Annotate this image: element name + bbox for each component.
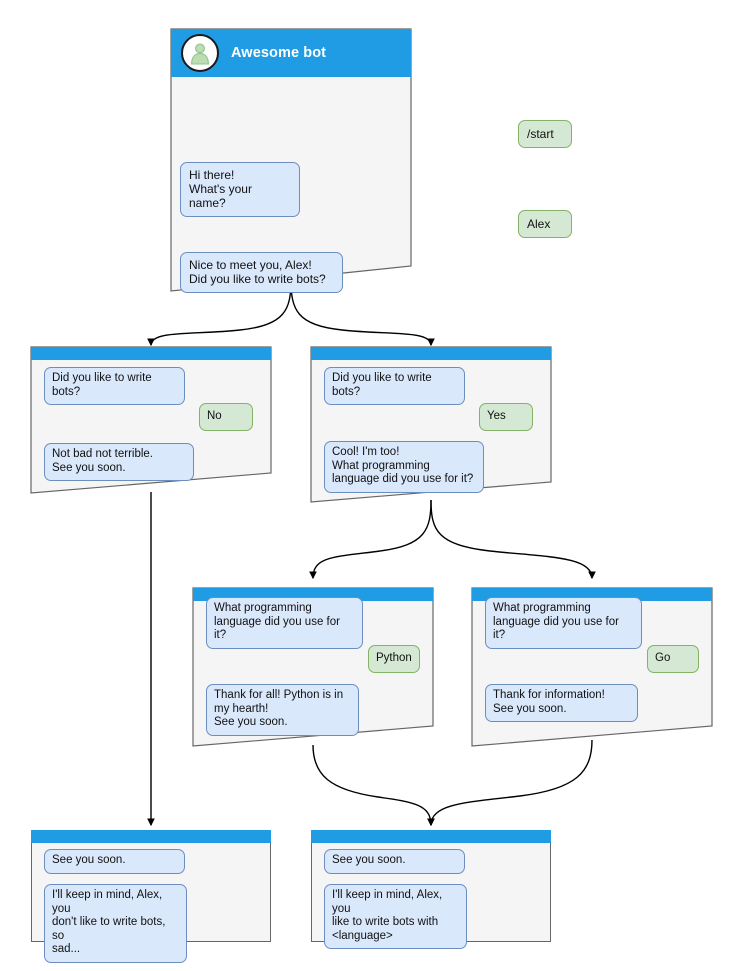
edge-yes-to-python <box>309 499 432 580</box>
chat-bubble-user: Alex <box>518 210 572 238</box>
chat-bubble-bot: See you soon. <box>324 849 465 874</box>
edge-yes-to-go <box>430 499 596 580</box>
chat-bubble-user: Python <box>368 645 420 673</box>
start-node-title: Awesome bot <box>231 45 327 61</box>
chat-bubble-bot: Nice to meet you, Alex! Did you like to … <box>180 252 343 293</box>
edge-start-to-no <box>147 279 292 347</box>
chat-bubble-user: /start <box>518 120 572 148</box>
end-happy-node[interactable]: See you soon. I'll keep in mind, Alex, y… <box>311 830 551 950</box>
chat-bubble-bot: Did you like to write bots? <box>324 367 465 406</box>
edge-start-to-yes <box>290 279 435 347</box>
answer-yes-node[interactable]: Did you like to write bots? Yes Cool! I'… <box>310 346 552 503</box>
chat-bubble-bot: Hi there! What's your name? <box>180 162 300 217</box>
chat-bubble-bot: What programming language did you use fo… <box>485 597 642 649</box>
start-node-body: /start Hi there! What's your name? Alex … <box>171 77 572 293</box>
user-avatar-icon <box>181 34 219 72</box>
answer-no-node[interactable]: Did you like to write bots? No Not bad n… <box>30 346 272 494</box>
chat-bubble-bot: Did you like to write bots? <box>44 367 185 406</box>
answer-no-node-body: Did you like to write bots? No Not bad n… <box>31 360 271 493</box>
language-python-node-body: What programming language did you use fo… <box>193 597 433 746</box>
start-node-titlebar: Awesome bot <box>171 29 411 77</box>
end-happy-node-titlebar <box>311 830 551 843</box>
answer-yes-node-body: Did you like to write bots? Yes Cool! I'… <box>311 360 551 502</box>
chat-bubble-bot: Thank for all! Python is in my hearth! S… <box>206 684 359 736</box>
chat-bubble-bot: I'll keep in mind, Alex, you don't like … <box>44 884 187 963</box>
end-sad-node[interactable]: See you soon. I'll keep in mind, Alex, y… <box>31 830 271 963</box>
language-go-node-body: What programming language did you use fo… <box>472 597 712 746</box>
chat-bubble-bot: Not bad not terrible. See you soon. <box>44 443 194 482</box>
chat-bubble-bot: Cool! I'm too! What programming language… <box>324 441 484 493</box>
chat-bubble-bot: I'll keep in mind, Alex, you like to wri… <box>324 884 467 950</box>
language-go-node[interactable]: What programming language did you use fo… <box>471 587 713 747</box>
end-happy-node-body: See you soon. I'll keep in mind, Alex, y… <box>311 843 551 950</box>
answer-no-node-titlebar <box>31 347 271 360</box>
answer-yes-node-titlebar <box>311 347 551 360</box>
edge-go-to-end-happy <box>427 739 593 827</box>
chat-bubble-user: Go <box>647 645 699 673</box>
end-sad-node-titlebar <box>31 830 271 843</box>
end-sad-node-body: See you soon. I'll keep in mind, Alex, y… <box>31 843 271 963</box>
language-python-node[interactable]: What programming language did you use fo… <box>192 587 434 747</box>
chat-bubble-bot: Thank for information! See you soon. <box>485 684 638 723</box>
chat-bubble-user: Yes <box>479 403 533 431</box>
start-node[interactable]: Awesome bot /start Hi there! What's your… <box>170 28 572 293</box>
chat-bubble-user: No <box>199 403 253 431</box>
edge-python-to-end-happy <box>312 744 435 827</box>
chat-bubble-bot: See you soon. <box>44 849 185 874</box>
chat-bubble-bot: What programming language did you use fo… <box>206 597 363 649</box>
